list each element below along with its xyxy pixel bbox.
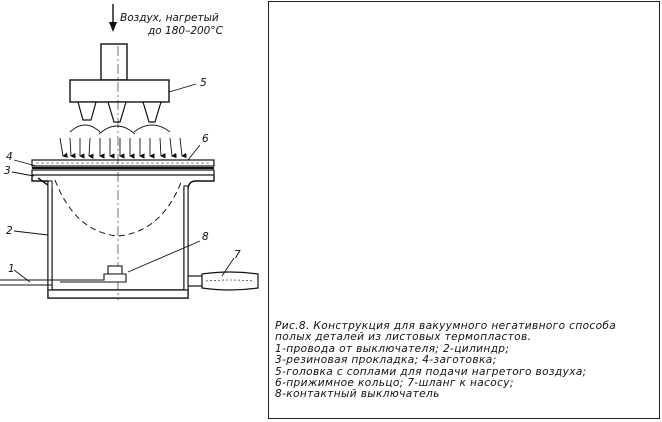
legend-item-1: 1-провода от выключателя; 2-цилиндр; — [275, 342, 510, 355]
air-label-line2: до 180–200°С — [147, 25, 224, 37]
nozzle-right — [142, 101, 162, 123]
nozzle-middle — [107, 101, 127, 123]
legend-item-2: 3-резиновая прокладка; 4-заготовка; — [275, 354, 497, 367]
part-label-4: 4 — [6, 151, 13, 163]
caption-title-line-2: полых деталей из листовых термопластов. — [275, 331, 532, 344]
cylinder-wall-right — [183, 185, 189, 299]
air-inlet-arrowhead — [109, 22, 117, 32]
leader-lines — [11, 83, 235, 283]
air-label-line1: Воздух, нагретый — [120, 12, 219, 24]
contact-switch — [60, 265, 127, 283]
part-label-5: 5 — [200, 77, 207, 89]
air-supply-pipe — [100, 43, 128, 81]
part-label-3: 3 — [4, 165, 11, 177]
air-flow-arrows — [59, 137, 187, 159]
part-label-8: 8 — [202, 231, 209, 243]
figure-caption: Рис.8. Конструкция для вакуумного негати… — [275, 320, 659, 401]
part-label-6: 6 — [202, 133, 209, 145]
switch-wires — [0, 279, 60, 286]
rubber-gasket — [31, 169, 215, 176]
formed-part-contour — [54, 179, 183, 237]
part-label-7: 7 — [234, 249, 241, 261]
legend-item-3: 5-головка с соплами для подачи нагретого… — [275, 365, 587, 378]
nozzle-left — [77, 101, 97, 121]
nozzles — [77, 101, 162, 123]
legend-item-4: 6-прижимное кольцо; 7-шланг к насосу; — [275, 377, 514, 390]
caption-frame: Рис.8. Конструкция для вакуумного негати… — [268, 1, 660, 419]
caption-title-line-1: Рис.8. Конструкция для вакуумного негати… — [275, 320, 617, 332]
vacuum-forming-device-figure: Воздух, нагретый до 180–200°С — [0, 4, 259, 300]
legend-item-5: 8-контактный выключатель — [275, 388, 440, 401]
part-label-1: 1 — [8, 263, 15, 275]
vacuum-hose — [187, 271, 259, 291]
nozzle-head — [69, 79, 170, 103]
part-label-2: 2 — [6, 225, 13, 237]
hot-air-spray — [69, 124, 171, 135]
